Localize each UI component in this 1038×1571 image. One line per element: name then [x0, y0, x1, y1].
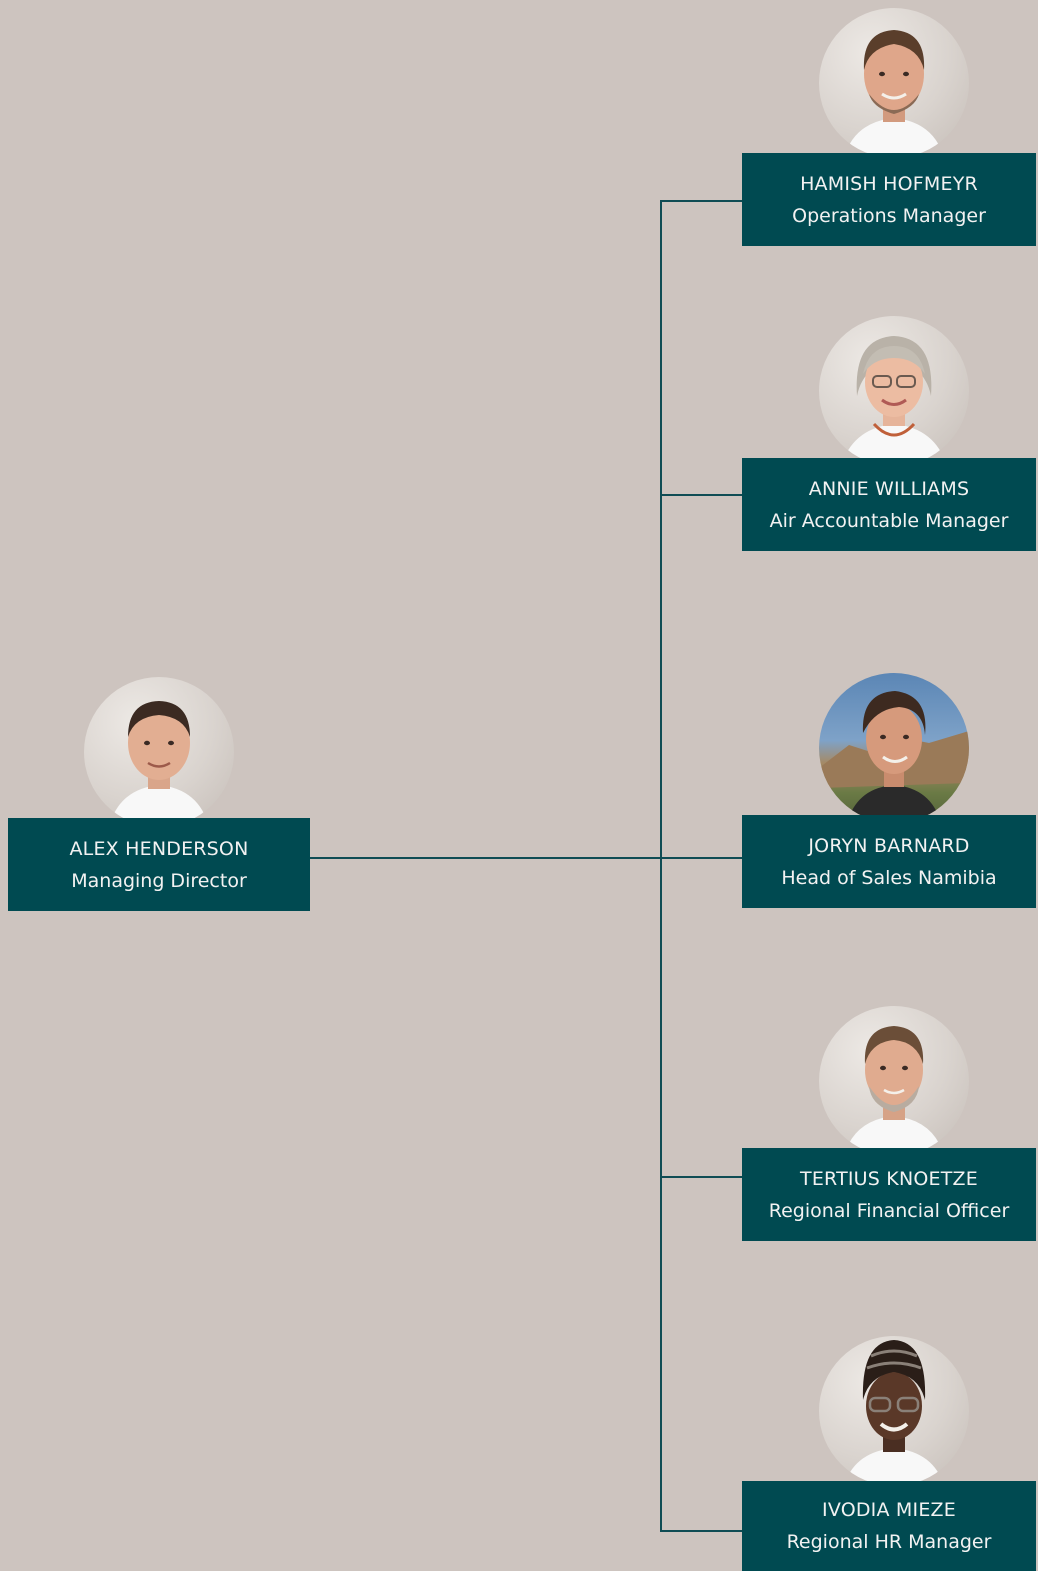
connector-branch-ivodia [660, 1530, 742, 1532]
card-annie-williams: ANNIE WILLIAMS Air Accountable Manager [742, 458, 1036, 551]
report-name: JORYN BARNARD [808, 834, 970, 857]
connector-branch-annie [660, 494, 742, 496]
avatar-tertius-knoetze [819, 1006, 969, 1156]
card-joryn-barnard: JORYN BARNARD Head of Sales Namibia [742, 815, 1036, 908]
connector-branch-hamish [660, 200, 742, 202]
card-tertius-knoetze: TERTIUS KNOETZE Regional Financial Offic… [742, 1148, 1036, 1241]
report-name: HAMISH HOFMEYR [800, 172, 978, 195]
avatar-alex-henderson [84, 677, 234, 827]
connector-branch-tertius [660, 1176, 742, 1178]
director-role: Managing Director [71, 869, 247, 892]
connector-vertical-trunk [660, 200, 662, 1532]
report-role: Air Accountable Manager [769, 509, 1009, 532]
report-name: IVODIA MIEZE [822, 1499, 956, 1521]
card-alex-henderson: ALEX HENDERSON Managing Director [8, 818, 310, 911]
card-ivodia-mieze: IVODIA MIEZE Regional HR Manager [742, 1481, 1036, 1571]
report-name: ANNIE WILLIAMS [808, 477, 970, 500]
report-name: TERTIUS KNOETZE [800, 1167, 978, 1190]
avatar-hamish-hofmeyr [819, 8, 969, 158]
report-role: Regional HR Manager [786, 1531, 992, 1553]
connector-director-horizontal [310, 857, 742, 859]
avatar-ivodia-mieze [819, 1336, 969, 1486]
report-role: Head of Sales Namibia [781, 866, 997, 889]
avatar-joryn-barnard [819, 673, 969, 823]
card-hamish-hofmeyr: HAMISH HOFMEYR Operations Manager [742, 153, 1036, 246]
report-role: Regional Financial Officer [768, 1199, 1010, 1222]
director-name: ALEX HENDERSON [69, 837, 249, 860]
avatar-annie-williams [819, 316, 969, 466]
report-role: Operations Manager [792, 204, 986, 227]
